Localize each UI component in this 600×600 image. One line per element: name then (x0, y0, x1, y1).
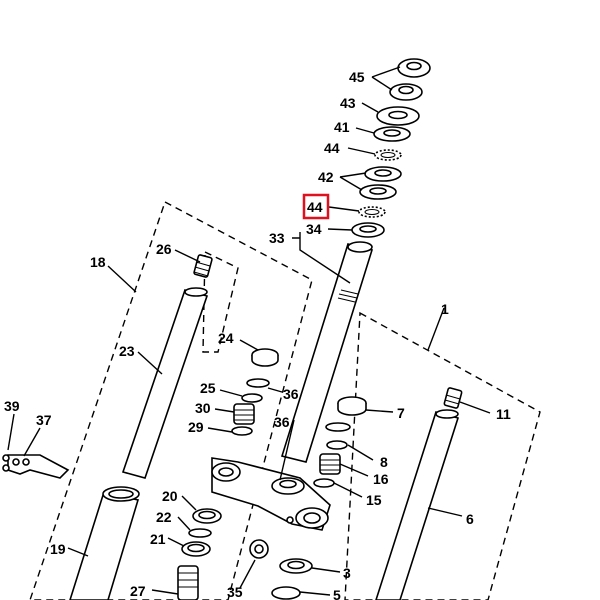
spring-30 (233, 403, 255, 425)
callout-42: 42 (318, 169, 334, 185)
oring-29 (231, 426, 253, 436)
spring-26 (193, 254, 213, 278)
cap-bolt-24 (251, 348, 279, 367)
leader-lines (7, 66, 491, 596)
callout-36-left: 36 (283, 386, 299, 402)
clip-5 (271, 586, 301, 600)
callout-44-highlight-box (302, 193, 330, 220)
callout-44-upper: 44 (324, 140, 340, 156)
spring-27 (177, 565, 199, 600)
callout-23: 23 (119, 343, 135, 359)
callout-36-right: 36 (274, 414, 290, 430)
locknut-45 (389, 58, 431, 101)
ball-bearing-44-lower (358, 206, 386, 218)
callout-8: 8 (380, 454, 388, 470)
washer-8 (326, 440, 348, 450)
under-bracket (211, 457, 331, 531)
callout-24: 24 (218, 330, 234, 346)
bolt-35 (249, 539, 269, 559)
callout-33: 33 (269, 230, 285, 246)
inner-tube-6 (375, 409, 460, 600)
callout-45: 45 (349, 69, 365, 85)
spring-11 (443, 387, 463, 409)
callout-26: 26 (156, 241, 172, 257)
callout-34: 34 (306, 221, 322, 237)
callout-20: 20 (162, 488, 178, 504)
spring-16 (319, 453, 341, 475)
clip-22 (188, 528, 212, 538)
callout-18: 18 (90, 254, 106, 270)
circlip-36-right (325, 422, 351, 432)
washer-43 (376, 106, 420, 126)
callout-41: 41 (334, 119, 350, 135)
callout-5: 5 (333, 587, 341, 600)
left-fork-seal-kit-boundary (202, 250, 239, 353)
oring-15 (313, 478, 335, 488)
inner-tube-23 (121, 287, 209, 479)
right-fork-assembly-boundary (344, 311, 541, 600)
callout-16: 16 (373, 471, 389, 487)
callout-3: 3 (343, 565, 351, 581)
callout-35: 35 (227, 584, 243, 600)
callout-1: 1 (441, 301, 449, 317)
steering-stem-33 (280, 241, 374, 463)
callout-27: 27 (130, 583, 146, 599)
bearing-race-42 (359, 166, 402, 200)
seal-34 (351, 222, 385, 238)
callout-44-lower: 44 (307, 199, 323, 215)
callout-29: 29 (188, 419, 204, 435)
washer-25 (241, 393, 263, 403)
callout-6: 6 (466, 511, 474, 527)
callout-43: 43 (340, 95, 356, 111)
seal-20 (192, 508, 222, 524)
bracket-37 (7, 454, 70, 479)
callout-15: 15 (366, 492, 382, 508)
callout-21: 21 (150, 531, 166, 547)
callout-37: 37 (36, 412, 52, 428)
callout-25: 25 (200, 380, 216, 396)
callout-22: 22 (156, 509, 172, 525)
left-fork-assembly-boundary (29, 200, 313, 600)
callout-39: 39 (4, 398, 20, 414)
callout-7: 7 (397, 405, 405, 421)
callout-30: 30 (195, 400, 211, 416)
callout-11: 11 (496, 406, 511, 422)
circlip-36-left (246, 378, 270, 388)
ball-bearing-44-upper (374, 149, 402, 161)
bolt-39 (2, 454, 10, 472)
cover-41 (373, 126, 411, 142)
outer-tube-19 (69, 486, 140, 600)
cap-bolt-7 (337, 396, 367, 416)
seal-21 (181, 541, 211, 557)
seal-3 (279, 558, 313, 574)
callout-19: 19 (50, 541, 66, 557)
